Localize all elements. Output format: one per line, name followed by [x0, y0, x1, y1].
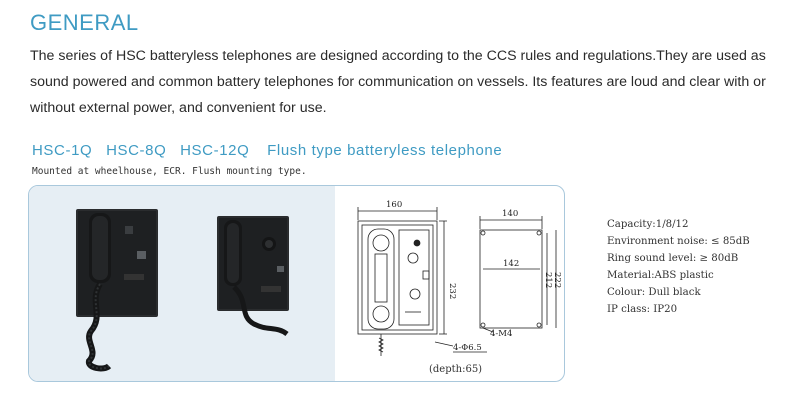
screw-note: 4-Φ6.5 [453, 343, 482, 353]
hole-note: 4-M4 [490, 329, 512, 339]
side-outer-height-label: 222 [552, 272, 562, 288]
spec-noise: Environment noise: ≤ 85dB [607, 236, 750, 247]
telephone-small-image [217, 216, 289, 337]
side-width-label: 140 [502, 209, 518, 219]
depth-note: (depth:65) [429, 364, 482, 375]
side-view-drawing [479, 216, 557, 333]
spec-colour: Colour: Dull black [607, 287, 701, 298]
spec-list: Capacity:1/8/12 Environment noise: ≤ 85d… [607, 216, 750, 318]
telephone-large-image [76, 209, 158, 372]
section-heading: GENERAL [30, 10, 139, 35]
inner-width-label: 142 [503, 259, 519, 269]
model-1: HSC-1Q [32, 142, 93, 159]
side-inner-height-label: 212 [543, 272, 553, 288]
product-photos [29, 186, 335, 381]
mounting-note: Mounted at wheelhouse, ECR. Flush mounti… [32, 166, 307, 177]
front-width-label: 160 [386, 200, 402, 210]
model-2: HSC-8Q [106, 142, 167, 159]
front-view-drawing [357, 207, 447, 356]
dimension-drawing: 160 232 140 142 212 222 4-M4 [335, 186, 564, 381]
product-name: Flush type batteryless telephone [267, 142, 503, 159]
intro-paragraph: The series of HSC batteryless telephones… [30, 48, 766, 116]
spec-material: Material:ABS plastic [607, 270, 714, 281]
front-height-label: 232 [447, 283, 457, 299]
spec-ip-class: IP class: IP20 [607, 304, 678, 315]
spec-capacity: Capacity:1/8/12 [607, 219, 689, 230]
spec-ring-level: Ring sound level: ≥ 80dB [607, 253, 739, 264]
model-3: HSC-12Q [180, 142, 250, 159]
product-title: HSC-1Q HSC-8Q HSC-12Q Flush type battery… [32, 142, 511, 159]
product-panel: 160 232 140 142 212 222 4-M4 [28, 185, 565, 382]
